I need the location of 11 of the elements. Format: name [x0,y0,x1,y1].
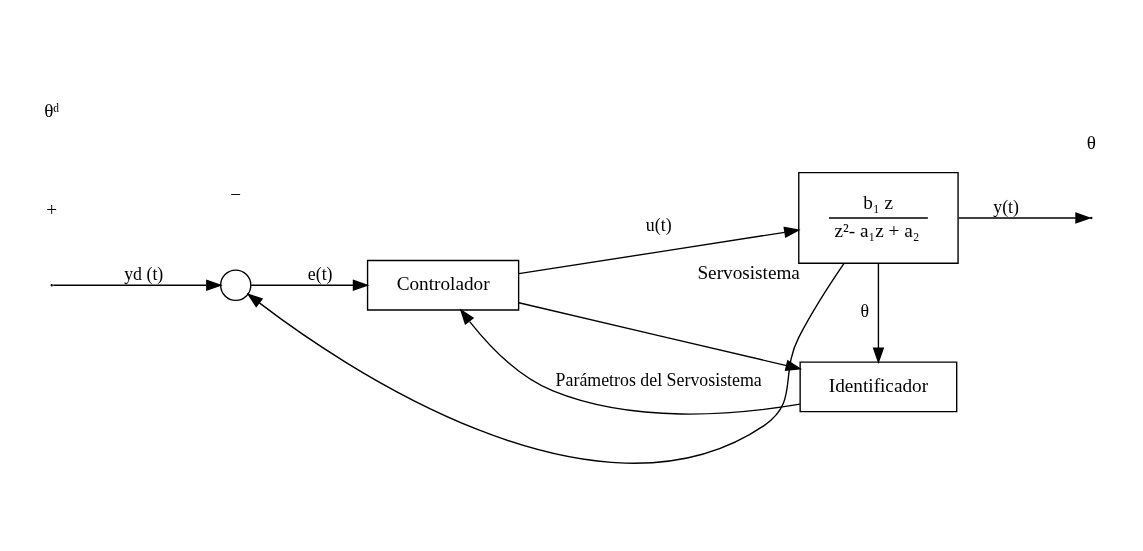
edge-label: yd (t) [124,264,164,285]
edge-label: θ [860,301,869,322]
edge-label: e(t) [307,264,333,285]
edge-label: y(t) [993,197,1020,218]
label: + [46,199,58,221]
edge-label: u(t) [645,214,672,235]
label: θᵈ [44,100,60,122]
node-label: Servosistema [697,261,800,283]
label: − [230,184,242,206]
edge-label: Parámetros del Servosistema [555,370,762,391]
label: θ [1086,131,1096,153]
